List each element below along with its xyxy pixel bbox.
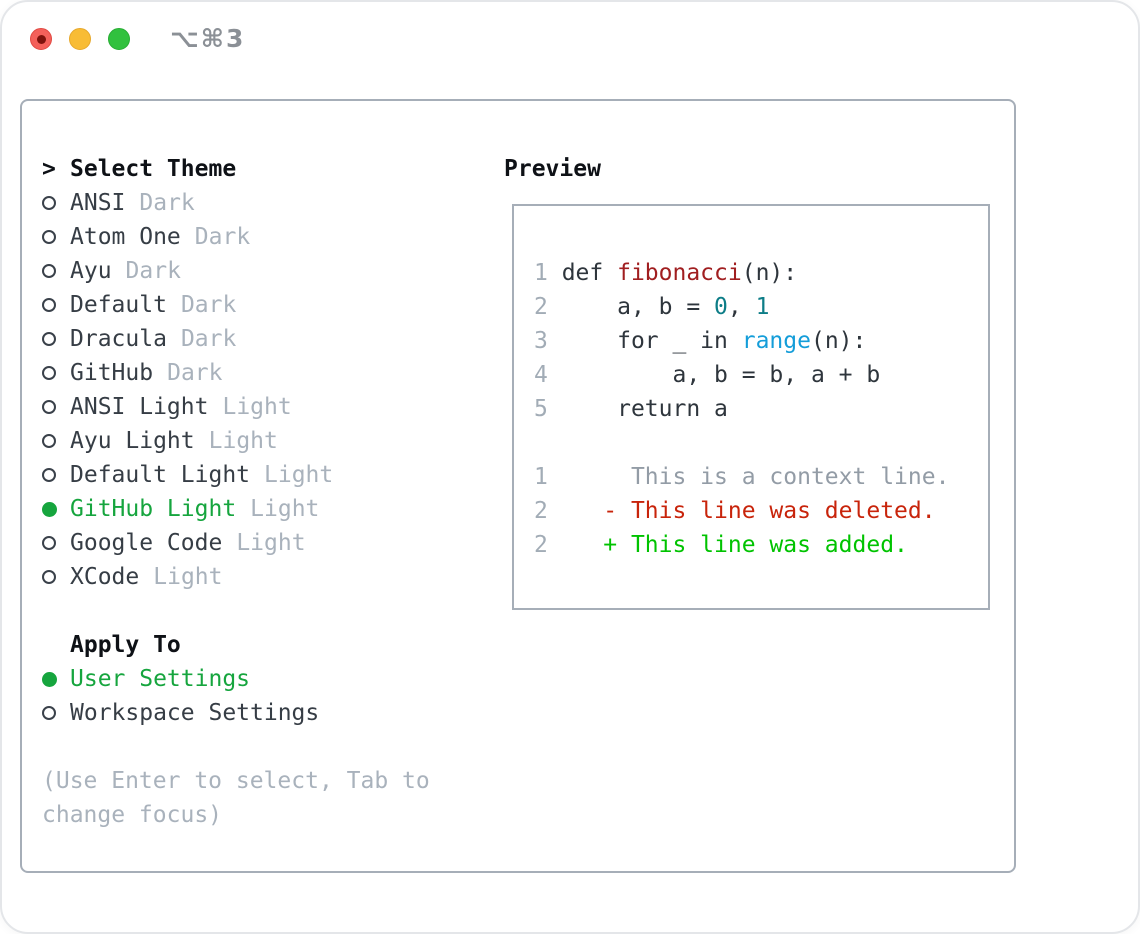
preview-box: 1 def fibonacci(n): 2 a, b = 0, 1 3 for …	[512, 204, 990, 610]
theme-name: Default Light	[70, 462, 251, 488]
radio-icon	[42, 400, 70, 414]
window-title: ⌥⌘3	[170, 24, 246, 53]
radio-icon	[42, 196, 70, 210]
theme-name: Ayu Light	[70, 428, 195, 454]
theme-name: Atom One	[70, 224, 181, 250]
theme-variant-label: Light	[208, 428, 278, 454]
code-line: 3 for _ in range(n):	[534, 328, 867, 354]
radio-icon	[42, 570, 70, 584]
theme-option-google-code[interactable]: Google Code Light	[42, 526, 466, 560]
theme-option-ayu-dark[interactable]: Ayu Dark	[42, 254, 466, 288]
radio-icon	[42, 434, 70, 448]
theme-option-dracula-dark[interactable]: Dracula Dark	[42, 322, 466, 356]
theme-variant-label: Dark	[167, 360, 223, 386]
keyboard-hint: (Use Enter to select, Tab to change focu…	[42, 768, 430, 828]
diff-deleted-line: 2 - This line was deleted.	[534, 498, 936, 524]
select-theme-title: Select Theme	[70, 156, 237, 182]
theme-option-atom-one-dark[interactable]: Atom One Dark	[42, 220, 466, 254]
radio-selected-icon	[42, 671, 70, 687]
code-line: 4 a, b = b, a + b	[534, 362, 881, 388]
radio-icon	[42, 298, 70, 312]
theme-variant-label: Dark	[139, 190, 195, 216]
radio-icon	[42, 706, 70, 720]
theme-variant-label: Dark	[125, 258, 181, 284]
theme-option-ansi-dark[interactable]: ANSI Dark	[42, 186, 466, 220]
theme-variant-label: Light	[250, 496, 320, 522]
radio-icon	[42, 536, 70, 550]
close-button[interactable]	[30, 28, 52, 50]
code-line: 2 a, b = 0, 1	[534, 294, 770, 320]
code-line: 1 def fibonacci(n):	[534, 260, 798, 286]
theme-variant-label: Dark	[180, 292, 237, 318]
preview-title: Preview	[504, 156, 601, 182]
theme-variant-label: Light	[222, 394, 292, 420]
close-dot-icon	[36, 34, 46, 44]
diff-context-line: 1 This is a context line.	[534, 464, 950, 490]
diff-added-line: 2 + This line was added.	[534, 532, 908, 558]
prompt-icon: >	[42, 156, 56, 182]
radio-icon	[42, 332, 70, 346]
theme-variant-label: Light	[236, 530, 306, 556]
theme-variant-label: Dark	[180, 326, 237, 352]
theme-name: ANSI	[70, 190, 126, 216]
apply-to-title: Apply To	[70, 632, 181, 658]
minimize-button[interactable]	[69, 28, 91, 50]
theme-list: > Select Theme ANSI Dark Atom One Dark A…	[42, 152, 466, 832]
apply-option-label: User Settings	[70, 666, 251, 692]
radio-icon	[42, 264, 70, 278]
blank-line	[534, 426, 949, 460]
theme-picker-panel: > Select Theme ANSI Dark Atom One Dark A…	[20, 99, 1016, 873]
radio-icon	[42, 230, 70, 244]
radio-icon	[42, 468, 70, 482]
theme-option-github-dark[interactable]: GitHub Dark	[42, 356, 466, 390]
theme-variant-label: Dark	[194, 224, 251, 250]
select-theme-header: > Select Theme	[42, 152, 466, 186]
theme-name: Ayu	[70, 258, 112, 284]
theme-name: Google Code	[70, 530, 223, 556]
theme-name: GitHub	[70, 360, 154, 386]
theme-option-xcode[interactable]: XCode Light	[42, 560, 466, 594]
theme-name: XCode	[70, 564, 140, 590]
spacer	[42, 594, 466, 628]
code-line: 5 return a	[534, 396, 728, 422]
radio-selected-icon	[42, 501, 70, 517]
theme-option-default-light[interactable]: Default Light Light	[42, 458, 466, 492]
theme-name: Dracula	[70, 326, 167, 352]
theme-name: Default	[70, 292, 167, 318]
theme-variant-label: Light	[264, 462, 334, 488]
titlebar: ⌥⌘3	[2, 2, 1138, 78]
theme-option-ayu-light[interactable]: Ayu Light Light	[42, 424, 466, 458]
apply-to-header: Apply To	[42, 628, 466, 662]
theme-option-github-light[interactable]: GitHub Light Light	[42, 492, 466, 526]
theme-option-default-dark[interactable]: Default Dark	[42, 288, 466, 322]
apply-option-user-settings[interactable]: User Settings	[42, 662, 466, 696]
theme-name: GitHub Light	[70, 496, 237, 522]
preview-code: 1 def fibonacci(n): 2 a, b = 0, 1 3 for …	[534, 256, 949, 562]
apply-option-label: Workspace Settings	[70, 700, 320, 726]
spacer	[42, 730, 466, 764]
apply-option-workspace-settings[interactable]: Workspace Settings	[42, 696, 466, 730]
zoom-button[interactable]	[108, 28, 130, 50]
theme-variant-label: Light	[153, 564, 223, 590]
theme-option-ansi-light[interactable]: ANSI Light Light	[42, 390, 466, 424]
theme-name: ANSI Light	[70, 394, 209, 420]
radio-icon	[42, 366, 70, 380]
